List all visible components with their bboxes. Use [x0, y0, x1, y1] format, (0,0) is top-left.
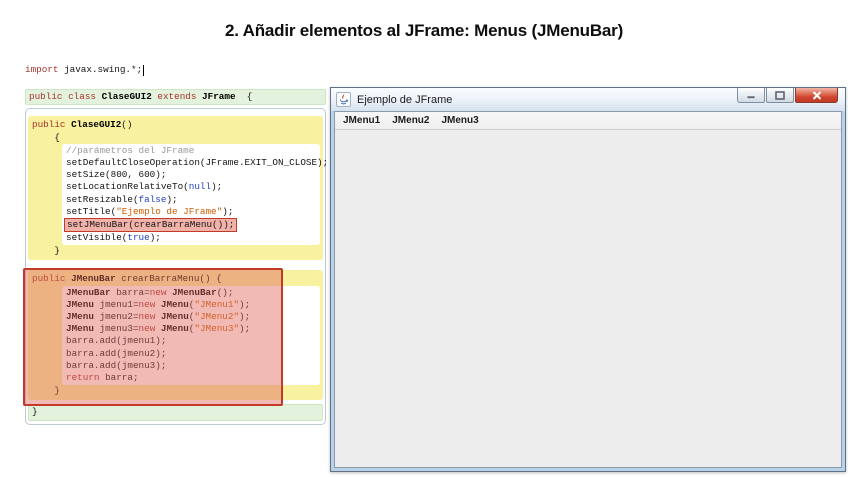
- maximize-icon: [775, 90, 785, 100]
- code-method-block: public JMenuBar crearBarraMenu() { JMenu…: [23, 268, 323, 407]
- jframe-frame: JMenu1 JMenu2 JMenu3: [331, 111, 845, 471]
- page-title: 2. Añadir elementos al JFrame: Menus (JM…: [224, 21, 624, 41]
- method-body: JMenuBar barra=new JMenuBar();JMenu jmen…: [62, 285, 320, 386]
- code-line: setResizable(false);: [66, 193, 178, 205]
- code-line: setTitle("Ejemplo de JFrame");: [66, 205, 234, 217]
- code-line: barra.add(jmenu2);: [66, 347, 167, 359]
- jframe-content: [335, 130, 841, 467]
- java-icon: [336, 92, 351, 107]
- code-line: JMenu jmenu2=new JMenu("JMenu2");: [66, 311, 251, 322]
- jframe-menubar: JMenu1 JMenu2 JMenu3: [335, 112, 841, 130]
- highlighted-code-line: setJMenuBar(crearBarraMenu());: [64, 217, 238, 233]
- code-line: barra.add(jmenu1);: [66, 335, 167, 347]
- code-class-body: public ClaseGUI2() { //parámetros del JF…: [23, 108, 329, 425]
- jframe-client-area: JMenu1 JMenu2 JMenu3: [334, 111, 842, 468]
- method-signature: public JMenuBar crearBarraMenu() {: [32, 273, 222, 285]
- code-line: setLocationRelativeTo(null);: [66, 181, 223, 193]
- code-constructor-block: public ClaseGUI2() { //parámetros del JF…: [28, 116, 329, 261]
- minimize-button[interactable]: [737, 88, 765, 103]
- method-close-brace: }: [32, 385, 60, 397]
- minimize-icon: [746, 95, 756, 99]
- close-button[interactable]: [795, 88, 838, 103]
- jframe-title: Ejemplo de JFrame: [357, 93, 453, 106]
- code-line: return barra;: [66, 371, 139, 383]
- menu-item-jmenu2[interactable]: JMenu2: [392, 115, 430, 126]
- code-import-tokens: import javax.swing.*;: [25, 64, 143, 75]
- constructor-signature: public ClaseGUI2(): [32, 119, 133, 131]
- code-editor[interactable]: import javax.swing.*; public class Clase…: [23, 64, 329, 425]
- close-icon: [812, 90, 821, 100]
- code-line: JMenu jmenu3=new JMenu("JMenu3");: [66, 323, 251, 335]
- text-cursor: [143, 64, 145, 76]
- maximize-button[interactable]: [766, 88, 794, 103]
- code-class-close: }: [28, 404, 323, 421]
- code-line: setVisible(true);: [66, 232, 161, 244]
- code-line: //parámetros del JFrame: [66, 144, 195, 156]
- menu-item-jmenu1[interactable]: JMenu1: [343, 115, 381, 126]
- constructor-open-brace: {: [32, 131, 60, 143]
- constructor-close-brace: }: [32, 245, 60, 257]
- window-controls: [737, 88, 838, 103]
- code-line: setDefaultCloseOperation(JFrame.EXIT_ON_…: [66, 156, 329, 168]
- jframe-titlebar[interactable]: Ejemplo de JFrame: [331, 88, 845, 111]
- code-line: setSize(800, 600);: [66, 169, 167, 181]
- code-line: barra.add(jmenu3);: [66, 359, 167, 371]
- code-class-declaration: public class ClaseGUI2 extends JFrame {: [25, 89, 326, 106]
- code-line: JMenu jmenu1=new JMenu("JMenu1");: [66, 298, 251, 310]
- code-import-line: import javax.swing.*;: [25, 64, 326, 76]
- menu-item-jmenu3[interactable]: JMenu3: [441, 115, 479, 126]
- code-line: JMenuBar barra=new JMenuBar();: [66, 286, 234, 298]
